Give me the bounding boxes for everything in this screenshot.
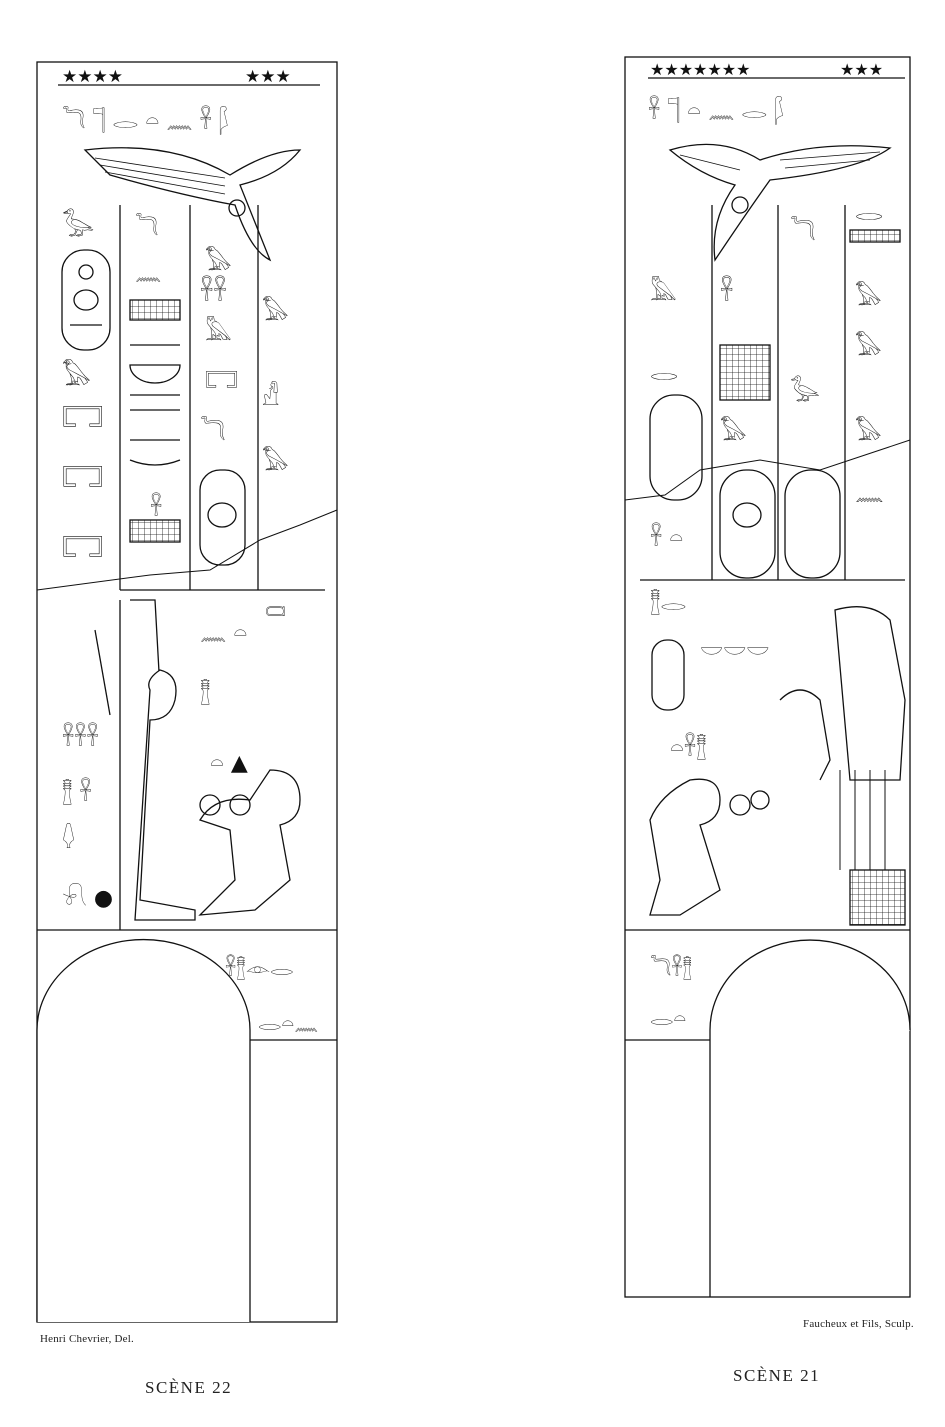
svg-text:𓅭: 𓅭 (790, 375, 820, 406)
seated-god-icon (834, 606, 906, 926)
engraver-credit: Faucheux et Fils, Sculp. (803, 1318, 914, 1330)
svg-text:𓆓: 𓆓 (790, 216, 816, 246)
doorway-arch-icon (709, 939, 911, 1297)
svg-text:𓋹: 𓋹 (720, 276, 733, 306)
svg-text:𓋹 𓏏: 𓋹 𓏏 (650, 523, 683, 551)
star-band-icon: ★★★★★★★ ★★★ (648, 60, 905, 79)
right-hieroglyph-column: 𓅃 𓋹𓋹 𓅓 𓉐 𓆓 𓅃 𓀭 𓅃 (199, 245, 289, 566)
svg-text:𓅓: 𓅓 (205, 315, 232, 346)
svg-text:𓂋: 𓂋 (650, 358, 678, 386)
vulture-icon (83, 147, 302, 262)
svg-text:𓉐: 𓉐 (62, 463, 103, 498)
bottom-hieroglyph-row: 𓆓𓋹𓊽 𓂋𓏏 (650, 955, 692, 1030)
shrine-icon (719, 344, 771, 401)
svg-text:𓆓: 𓆓 (135, 213, 159, 241)
svg-text:𓈖 𓏏: 𓈖 𓏏 (200, 621, 247, 646)
svg-text:𓂋𓏏: 𓂋𓏏 (650, 1006, 686, 1030)
svg-text:𓊽𓂋: 𓊽𓂋 (650, 589, 686, 616)
svg-text:𓉐: 𓉐 (205, 368, 238, 396)
left-hieroglyph-column: 𓅭 𓅃 𓉐 𓉐 𓉐 (62, 208, 103, 568)
scarab-icon (732, 502, 762, 528)
svg-text:𓊽 𓋹: 𓊽 𓋹 (62, 778, 92, 806)
svg-text:𓅃: 𓅃 (205, 245, 232, 276)
top-hieroglyph-row: 𓋹 𓊹 𓏏 𓈖 𓂋 𓆄 (648, 96, 784, 125)
svg-text:𓅃: 𓅃 (262, 295, 289, 326)
vulture-icon (668, 143, 892, 262)
cartouche-icon (649, 394, 841, 711)
svg-text:𓅓: 𓅓 (650, 275, 677, 306)
svg-text:𓅃: 𓅃 (855, 330, 882, 361)
svg-text:𓆓 𓊹 𓂋 𓏏 𓈖 𓋹 𓆄: 𓆓 𓊹 𓂋 𓏏 𓈖 𓋹 𓆄 (62, 106, 229, 135)
svg-text:𓋹𓊽𓁹𓂋: 𓋹𓊽𓁹𓂋 (225, 955, 294, 980)
star-band-icon: ★★★★ ★★★ (58, 67, 320, 87)
svg-text:𓏏 ▲: 𓏏 ▲ (210, 751, 248, 776)
svg-text:𓉐: 𓉐 (62, 403, 103, 438)
svg-text:𓉐: 𓉐 (62, 533, 103, 568)
svg-text:𓆭: 𓆭 (62, 822, 75, 851)
right-column-glyphs: 𓂋 𓅃 𓅃 𓅃 𓈖 𓅓 𓂋 𓋹 𓆓 𓅭 𓅃 (650, 198, 884, 506)
middle-hieroglyph-column: 𓆓 𓈖 𓋹 (129, 213, 181, 543)
svg-text:𓍷: 𓍷 (265, 601, 286, 626)
svg-text:𓈖: 𓈖 (855, 478, 884, 506)
right-scene-label: SCÈNE 21 (733, 1366, 821, 1385)
right-panel-frame (624, 56, 911, 1298)
svg-text:𓅃: 𓅃 (262, 445, 289, 476)
draughtsman-credit: Henri Chevrier, Del. (40, 1333, 134, 1345)
svg-text:𓂋𓏏𓈖: 𓂋𓏏𓈖 (258, 1011, 318, 1035)
svg-text:𓆓: 𓆓 (200, 416, 226, 446)
svg-text:𓋹𓋹𓋹: 𓋹𓋹𓋹 (62, 723, 99, 751)
svg-text:𓏏𓋹𓊽: 𓏏𓋹𓊽 (670, 733, 707, 761)
doorway-arch-icon (36, 938, 251, 1322)
left-panel: ★★★★ ★★★ 𓆓 𓊹 𓂋 𓏏 𓈖 𓋹 𓆄 𓅭 𓅃 𓉐 𓉐 𓉐 (36, 61, 338, 1323)
svg-text:𓅃: 𓅃 (720, 415, 747, 446)
svg-text:𓆓𓋹𓊽: 𓆓𓋹𓊽 (650, 955, 692, 980)
left-scene-label: SCÈNE 22 (145, 1378, 233, 1397)
svg-text:𓅃: 𓅃 (855, 415, 882, 446)
svg-text:𓅃: 𓅃 (62, 358, 91, 392)
right-panel: ★★★★★★★ ★★★ 𓋹 𓊹 𓏏 𓈖 𓂋 𓆄 𓂋 𓅃 𓅃 𓅃 𓈖 𓅓 𓂋 𓋹 … (624, 56, 911, 1298)
bottom-hieroglyph-row: 𓋹𓊽𓁹𓂋 𓂋𓏏𓈖 (225, 955, 318, 1035)
seated-god-icon (94, 599, 196, 921)
cartouche-icon (61, 249, 111, 351)
top-hieroglyph-row: 𓆓 𓊹 𓂋 𓏏 𓈖 𓋹 𓆄 (62, 106, 229, 135)
scarab-icon (207, 502, 237, 528)
kneeling-king-icon (198, 769, 301, 916)
svg-text:𓋹: 𓋹 (150, 493, 162, 521)
svg-text:𓋹𓋹: 𓋹𓋹 (200, 276, 227, 306)
lower-right-glyphs: 𓋹 𓏏 𓊽𓂋 𓎟𓎟𓎟 𓏏𓋹𓊽 (650, 523, 769, 761)
svg-text:𓅃: 𓅃 (855, 280, 882, 311)
svg-text:𓋹 𓊹 𓏏 𓈖 𓂋 𓆄: 𓋹 𓊹 𓏏 𓈖 𓂋 𓆄 (648, 96, 784, 125)
lower-left-glyphs: 𓋹𓋹𓋹 𓊽 𓋹 𓆭 𓍯 ● 𓈖 𓏏 𓊽 𓍷 𓏏 ▲ (62, 601, 286, 911)
svg-text:★★★: ★★★ (245, 67, 291, 87)
offering-figures-icon (649, 689, 831, 916)
svg-text:𓎟𓎟𓎟: 𓎟𓎟𓎟 (700, 641, 769, 666)
svg-text:★★★: ★★★ (840, 60, 883, 79)
svg-text:𓂋: 𓂋 (855, 198, 883, 226)
svg-text:𓀭: 𓀭 (262, 380, 279, 411)
svg-text:𓅭: 𓅭 (62, 208, 94, 242)
svg-text:★★★★★★★: ★★★★★★★ (650, 60, 750, 79)
svg-text:★★★★: ★★★★ (62, 67, 123, 87)
svg-text:𓈖: 𓈖 (135, 261, 161, 286)
scarab-icon (73, 289, 99, 311)
svg-text:𓊽: 𓊽 (200, 679, 211, 706)
svg-text:𓍯 ●: 𓍯 ● (62, 883, 113, 911)
